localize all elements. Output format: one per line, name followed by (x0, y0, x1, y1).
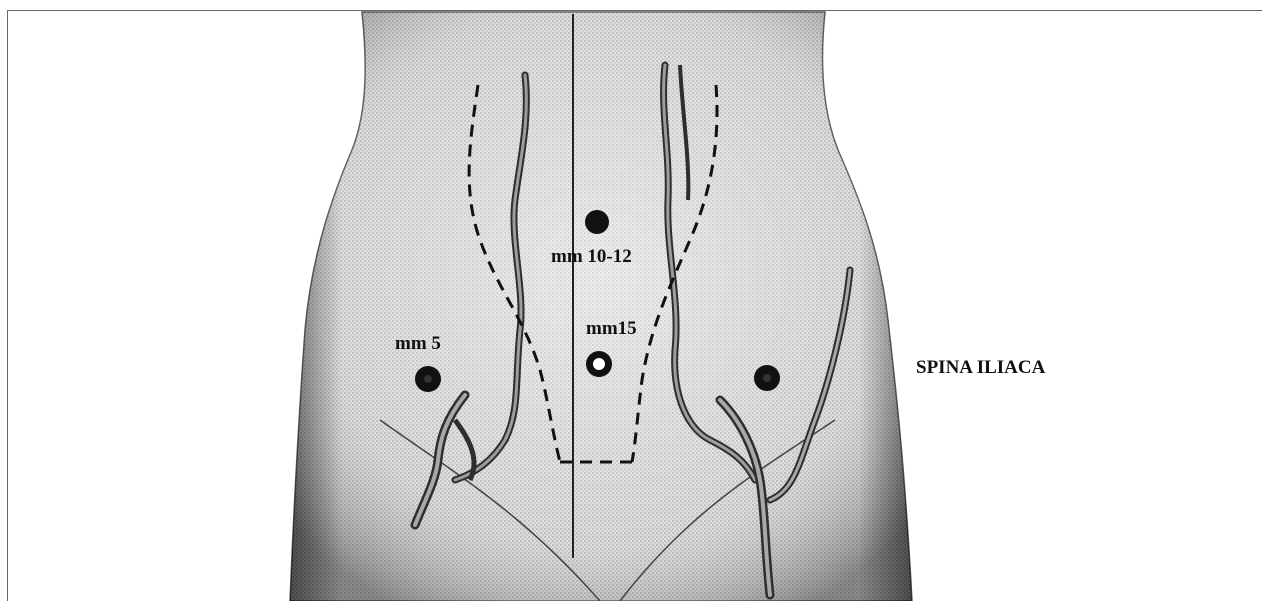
label-spina-iliaca: SPINA ILIACA (916, 358, 1045, 377)
label-mm15: mm15 (586, 319, 637, 338)
label-mm-10-12: mm 10-12 (551, 247, 632, 266)
label-mm-5: mm 5 (395, 334, 441, 353)
port-10-12 (585, 210, 609, 234)
